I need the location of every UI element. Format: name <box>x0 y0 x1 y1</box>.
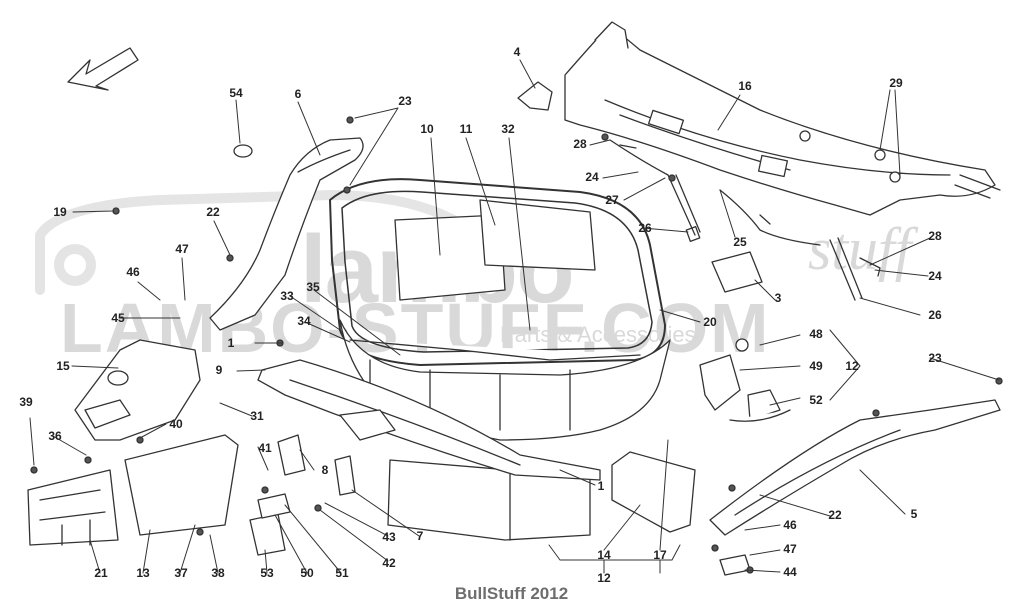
callout-label: 51 <box>335 566 349 580</box>
callout-label: 24 <box>928 269 942 283</box>
hood-latch-assembly <box>699 338 791 422</box>
bracket-4 <box>517 81 553 111</box>
callout-label: 44 <box>783 565 797 579</box>
callout-label: 21 <box>94 566 108 580</box>
side-member-5 <box>709 399 1001 536</box>
panel-13 <box>124 434 239 536</box>
license-plate-14 <box>611 451 696 533</box>
leader-lines <box>29 59 1000 574</box>
liner-panel-10 <box>394 214 506 301</box>
watermark-script: stuff <box>808 216 912 282</box>
callout-label: 33 <box>280 289 294 303</box>
callout-label: 26 <box>928 308 942 322</box>
callout-label: 35 <box>306 280 320 294</box>
callout-label: 52 <box>809 393 823 407</box>
callout-label: 45 <box>111 311 125 325</box>
callout-label: 48 <box>809 327 823 341</box>
callout-label: 28 <box>573 137 587 151</box>
callout-label: 54 <box>229 86 243 100</box>
callout-label: 1 <box>227 336 235 350</box>
hood-struts-and-cables <box>609 139 881 301</box>
bracket-21 <box>27 469 119 546</box>
callout-label: 22 <box>828 508 842 522</box>
callout-label: 38 <box>211 566 225 580</box>
callout-label: 7 <box>416 529 424 543</box>
callout-label: 24 <box>585 170 599 184</box>
liner-panel-11 <box>479 199 596 271</box>
callout-label: 22 <box>206 205 220 219</box>
callout-label: 53 <box>260 566 274 580</box>
callout-label: 11 <box>459 122 473 136</box>
callout-label: 47 <box>175 242 189 256</box>
callout-label: 14 <box>597 548 611 562</box>
pillar-6 <box>209 137 364 331</box>
callout-label: 9 <box>215 363 223 377</box>
watermark-tagline: Parts & Accessories <box>500 322 696 347</box>
callout-label: 23 <box>928 351 942 365</box>
callout-label: 3 <box>774 291 782 305</box>
bracket-53 <box>249 513 286 556</box>
callout-label: 15 <box>56 359 70 373</box>
callout-label: 50 <box>300 566 314 580</box>
callout-label: 26 <box>638 221 652 235</box>
callout-label: 6 <box>294 87 302 101</box>
callout-label: 19 <box>53 205 67 219</box>
bracket-8 <box>277 434 306 476</box>
callout-label: 32 <box>501 122 515 136</box>
callout-label: 46 <box>783 518 797 532</box>
callout-label: 17 <box>653 548 667 562</box>
callout-label: 12 <box>845 359 859 373</box>
callout-label: 5 <box>910 507 918 521</box>
callout-label: 39 <box>19 395 33 409</box>
callout-label: 10 <box>420 122 434 136</box>
callout-label: 25 <box>733 235 747 249</box>
callout-label: 8 <box>321 463 329 477</box>
callout-label: 34 <box>297 314 311 328</box>
windscreen-cowl <box>564 21 1001 216</box>
bracket-50 <box>257 493 291 519</box>
watermark-car-silhouette <box>35 190 475 295</box>
callout-label: 23 <box>398 94 412 108</box>
callout-label: 46 <box>126 265 140 279</box>
bracket-7 <box>334 455 356 496</box>
callout-label: 12 <box>597 571 611 585</box>
callout-label: 36 <box>48 429 62 443</box>
callout-label: 16 <box>738 79 752 93</box>
callout-label: 27 <box>605 193 619 207</box>
callout-label: 20 <box>703 315 717 329</box>
callout-label: 28 <box>928 229 942 243</box>
callout-label: 4 <box>513 45 521 59</box>
callout-label: 41 <box>258 441 272 455</box>
callout-label: 49 <box>809 359 823 373</box>
fasteners <box>30 116 1003 574</box>
callout-label: 31 <box>250 409 264 423</box>
cover-plate-3 <box>711 251 763 293</box>
callout-label: 13 <box>136 566 150 580</box>
callout-label: 1 <box>597 479 605 493</box>
grommet-54 <box>233 144 253 158</box>
footer-credit: BullStuff 2012 <box>454 584 569 603</box>
callout-label: 29 <box>889 76 903 90</box>
callout-label: 47 <box>783 542 797 556</box>
callout-label: 37 <box>174 566 188 580</box>
callout-label: 43 <box>382 530 396 544</box>
callout-label: 40 <box>169 417 183 431</box>
callout-label: 42 <box>382 556 396 570</box>
direction-arrow <box>67 47 139 91</box>
